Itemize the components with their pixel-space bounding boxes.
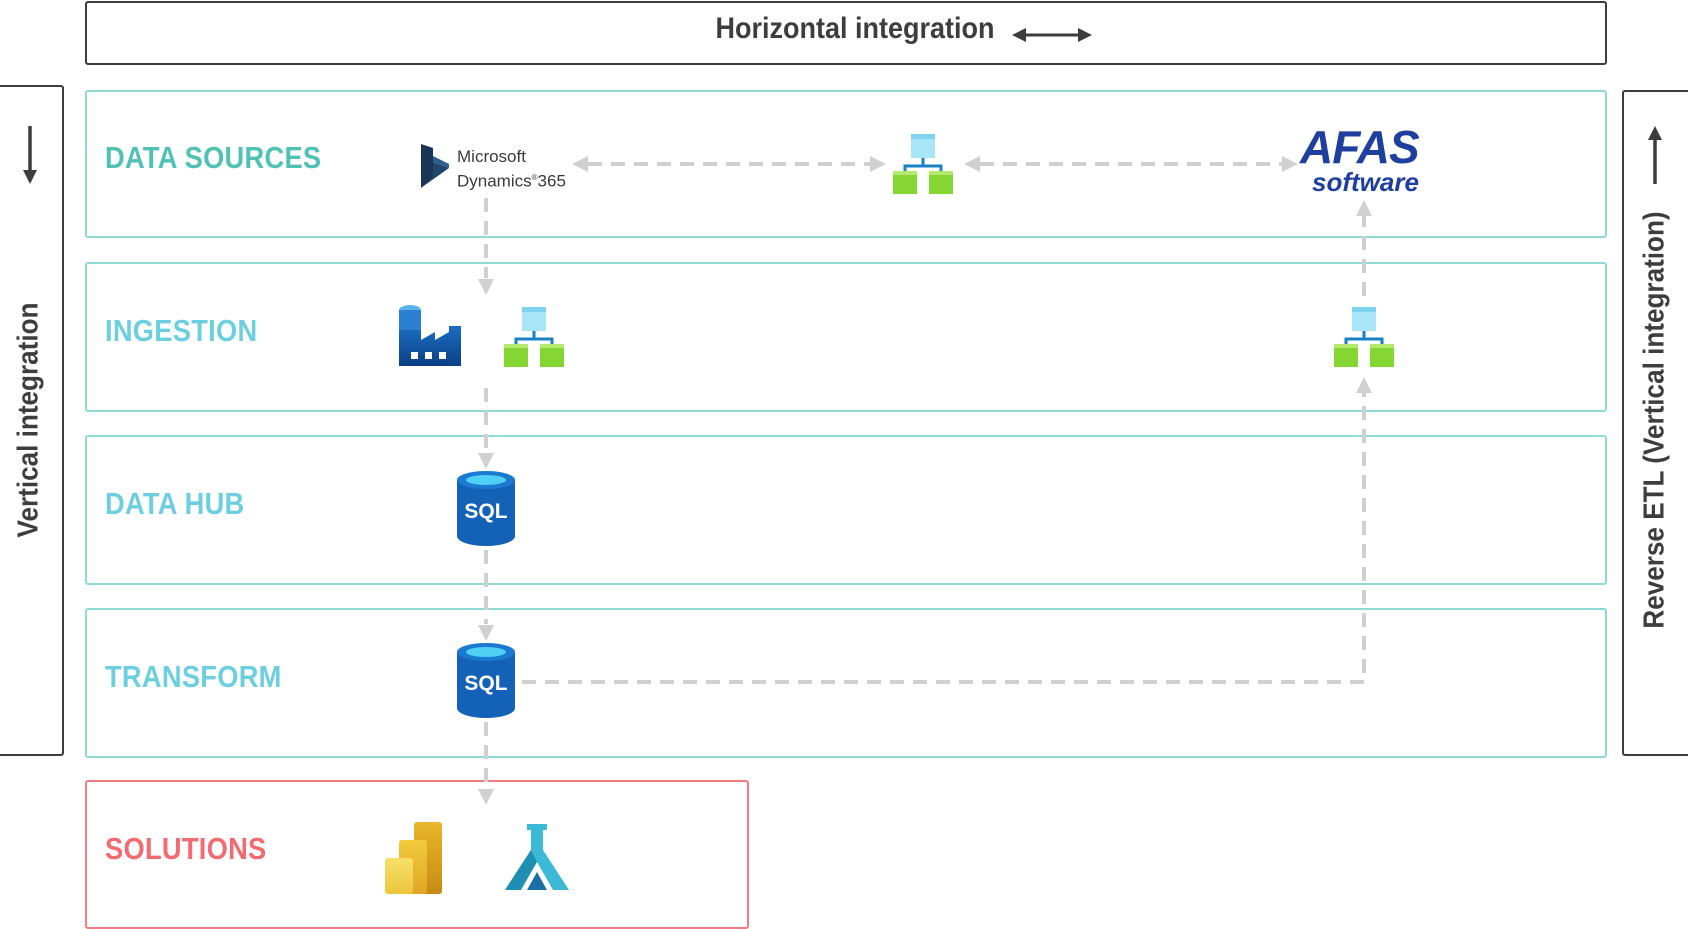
dynamics-365-icon (421, 144, 449, 188)
machine-learning-icon (505, 824, 569, 890)
horizontal-integration-banner (85, 1, 1607, 65)
dynamics-365-line2: Dynamics®365 (457, 171, 566, 191)
afas-logo-title: AFAS (1300, 121, 1420, 173)
reverse-etl-panel (1622, 90, 1688, 756)
layer-label: INGESTION (105, 313, 258, 348)
power-bi-icon (385, 822, 442, 894)
sql-database-icon: SQL (455, 470, 517, 548)
layer-ingestion (85, 262, 1607, 412)
down-arrow-icon (23, 126, 37, 184)
layer-label: DATA SOURCES (105, 140, 322, 175)
logic-app-icon (893, 134, 953, 194)
layer-data-hub (85, 435, 1607, 585)
sql-cylinder-icon (457, 643, 515, 718)
data-factory-icon (399, 305, 461, 366)
up-arrow-icon (1648, 126, 1662, 184)
layer-label: SOLUTIONS (105, 831, 267, 866)
dynamics-365-text: Microsoft Dynamics®365 (457, 146, 566, 192)
afas-logo-subtitle: software (1312, 167, 1419, 197)
dynamics-365-number: 365 (537, 171, 566, 191)
layer-label: TRANSFORM (105, 659, 282, 694)
double-arrow-icon (1012, 28, 1092, 42)
afas-logo: AFAS software (1300, 121, 1420, 197)
vertical-integration-panel (0, 85, 64, 756)
logic-app-icon (1334, 307, 1394, 367)
dynamics-365-word: Dynamics (457, 171, 532, 191)
layer-label: DATA HUB (105, 486, 245, 521)
logic-app-icon (504, 307, 564, 367)
sql-cylinder-icon (457, 471, 515, 546)
dynamics-365-line1: Microsoft (457, 147, 526, 166)
sql-label: SQL (464, 500, 508, 523)
sql-label: SQL (464, 672, 508, 695)
sql-database-icon: SQL (455, 642, 517, 720)
horizontal-integration-label: Horizontal integration (715, 12, 995, 45)
